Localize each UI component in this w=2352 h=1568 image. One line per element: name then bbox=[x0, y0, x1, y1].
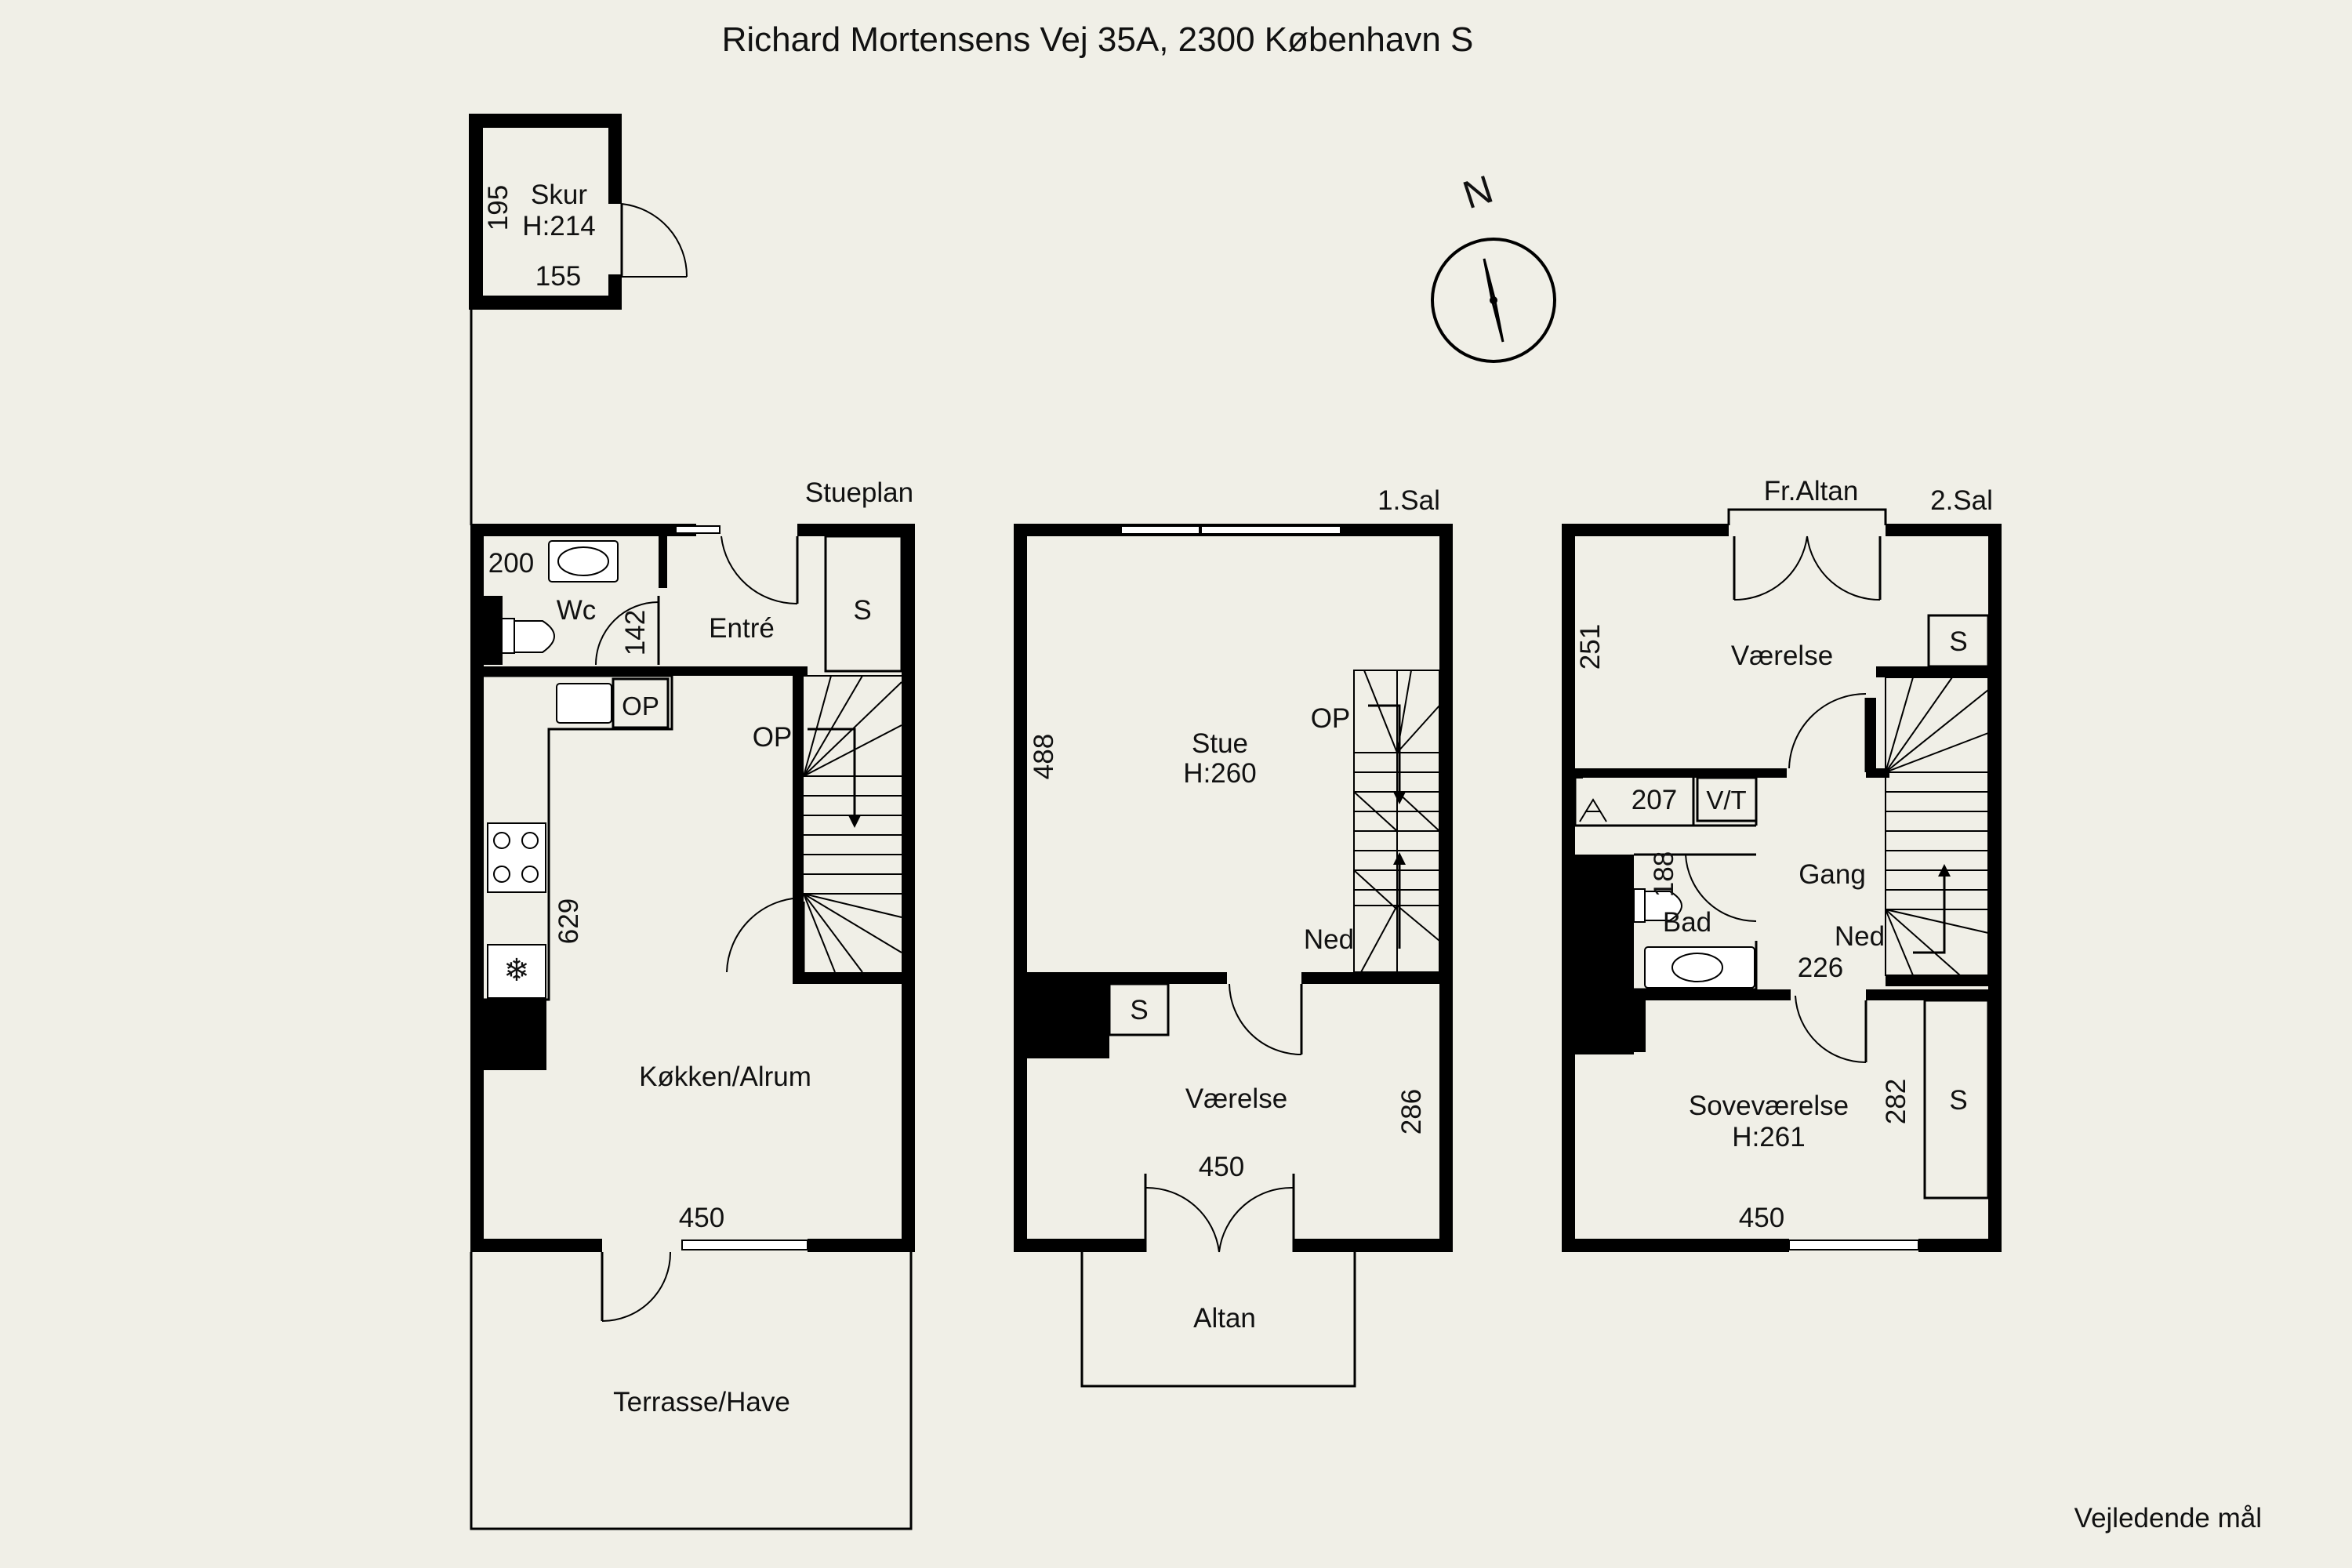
bedroom-storage bbox=[1923, 999, 1990, 1200]
vt-label: V/T bbox=[1706, 786, 1746, 815]
kitchen-op-label: OP bbox=[622, 691, 659, 720]
disclaimer: Vejledende mål bbox=[2074, 1503, 2262, 1534]
bedroom-depth: 282 bbox=[1881, 1079, 1911, 1124]
bath-toilet-icon bbox=[1644, 891, 1682, 921]
stue-name: Stue bbox=[1192, 728, 1248, 759]
hall-dim: 226 bbox=[1798, 953, 1843, 983]
first-room-name: Værelse bbox=[1185, 1083, 1287, 1114]
wc-dim: 200 bbox=[488, 548, 534, 579]
address-title: Richard Mortensens Vej 35A, 2300 Københa… bbox=[722, 20, 1474, 59]
second-floor-label: 2.Sal bbox=[1930, 485, 1993, 516]
ground-floor-label: Stueplan bbox=[805, 477, 913, 508]
wc-name: Wc bbox=[557, 595, 597, 626]
first-storage-label: S bbox=[1130, 995, 1148, 1025]
kitchen-sink-icon bbox=[556, 683, 612, 724]
first-floor-label: 1.Sal bbox=[1377, 485, 1440, 516]
vt-box bbox=[1696, 776, 1758, 822]
ground-floor: Stueplan Skur H:214 155 195 bbox=[469, 114, 915, 1530]
first-balcony-name: Altan bbox=[1193, 1303, 1256, 1334]
shower-icon bbox=[1579, 798, 1607, 822]
wc-toilet-icon bbox=[514, 620, 555, 653]
ground-storage-label: S bbox=[853, 595, 871, 626]
terrace-window bbox=[681, 1240, 808, 1250]
bedroom-name: Soveværelse bbox=[1689, 1091, 1849, 1121]
ground-stairs bbox=[803, 675, 902, 973]
bath-width: 207 bbox=[1632, 785, 1677, 815]
shed-depth: 195 bbox=[483, 185, 514, 230]
entry-name: Entré bbox=[709, 613, 775, 644]
first-stairs-up: OP bbox=[1311, 703, 1351, 734]
first-storage bbox=[1108, 982, 1170, 1036]
shed-height: H:214 bbox=[522, 211, 595, 241]
ground-storage bbox=[824, 535, 903, 673]
first-floor: 1.Sal S bbox=[1014, 485, 1453, 1388]
first-room-depth: 286 bbox=[1396, 1089, 1427, 1134]
shed-width: 155 bbox=[535, 261, 581, 292]
stove-icon bbox=[487, 822, 546, 893]
wc-window bbox=[675, 525, 720, 534]
stue-depth: 488 bbox=[1029, 734, 1059, 779]
second-storage-top-label: S bbox=[1949, 626, 1967, 657]
kitchen-name: Køkken/Alrum bbox=[639, 1062, 811, 1092]
bedroom-storage-label: S bbox=[1949, 1085, 1967, 1116]
fridge-snowflake-icon: ❄ bbox=[503, 953, 530, 988]
north-label: N bbox=[1457, 167, 1498, 217]
stue-height: H:260 bbox=[1183, 758, 1256, 789]
second-stairs-down: Ned bbox=[1835, 921, 1885, 952]
terrace-name: Terrasse/Have bbox=[613, 1387, 790, 1417]
first-stairs-down: Ned bbox=[1304, 924, 1354, 955]
second-room-name: Værelse bbox=[1731, 641, 1833, 671]
fridge-icon bbox=[487, 944, 546, 999]
kitchen-depth: 629 bbox=[554, 898, 584, 944]
bedroom-height: H:261 bbox=[1732, 1122, 1805, 1152]
hall-name: Gang bbox=[1798, 859, 1866, 890]
shed-name: Skur bbox=[531, 180, 587, 210]
second-stairs bbox=[1885, 677, 1989, 976]
shed: Skur H:214 155 195 bbox=[469, 114, 688, 310]
second-floor: 2.Sal Fr.Altan S bbox=[1562, 476, 2002, 1252]
entry-dim: 142 bbox=[620, 610, 651, 655]
first-room-width: 450 bbox=[1199, 1152, 1244, 1182]
second-storage-top bbox=[1927, 614, 1990, 668]
bath-name: Bad bbox=[1663, 907, 1711, 938]
compass-needle-icon bbox=[1483, 258, 1504, 343]
second-room-depth: 251 bbox=[1575, 624, 1606, 670]
bedroom-window bbox=[1788, 1240, 1919, 1250]
compass: N bbox=[1431, 167, 1556, 363]
stue-window-2 bbox=[1200, 525, 1341, 535]
kitchen-op-cabinet bbox=[612, 677, 670, 729]
stue-window-1 bbox=[1120, 525, 1200, 535]
ground-stairs-label: OP bbox=[753, 722, 793, 753]
bedroom-width: 450 bbox=[1739, 1203, 1784, 1233]
second-balcony-label: Fr.Altan bbox=[1764, 476, 1859, 506]
first-stairs bbox=[1353, 670, 1440, 973]
bath-depth: 188 bbox=[1649, 851, 1679, 897]
kitchen-width: 450 bbox=[679, 1203, 724, 1233]
